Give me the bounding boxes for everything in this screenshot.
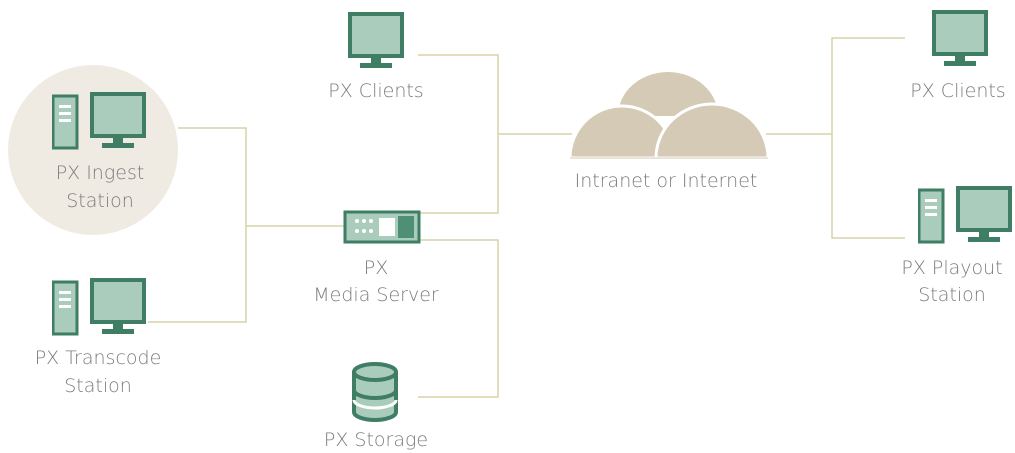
workstation-icon	[918, 186, 1012, 244]
workstation-icon	[52, 278, 146, 336]
transcode-label-line2: Station	[64, 375, 132, 397]
wire-transcode	[148, 226, 247, 323]
monitor-icon	[932, 10, 988, 66]
monitor-icon	[348, 12, 404, 68]
clients-left-label: PX Clients	[328, 80, 424, 102]
clients-right-label: PX Clients	[910, 80, 1006, 102]
wire-playout	[831, 134, 905, 239]
ingest-label-line2: Station	[66, 190, 134, 212]
cloud-icon	[570, 72, 770, 160]
wire-clients-left	[418, 54, 499, 214]
wire-cloud-right	[766, 37, 905, 135]
wire-storage	[418, 239, 499, 398]
ingest-label-line1: PX Ingest	[55, 162, 145, 184]
workstation-icon	[52, 92, 146, 150]
media-server-label-line1: PX	[363, 257, 389, 279]
database-icon	[352, 362, 398, 422]
server-icon	[343, 210, 421, 244]
transcode-label-line1: PX Transcode	[34, 347, 162, 369]
media-server-label-line2: Media Server	[313, 284, 439, 306]
storage-label: PX Storage	[323, 429, 429, 451]
playout-label-line2: Station	[918, 284, 986, 306]
network-label: Intranet or Internet	[574, 170, 758, 192]
wire-ingest	[178, 127, 345, 227]
playout-label-line1: PX Playout	[901, 257, 1003, 279]
